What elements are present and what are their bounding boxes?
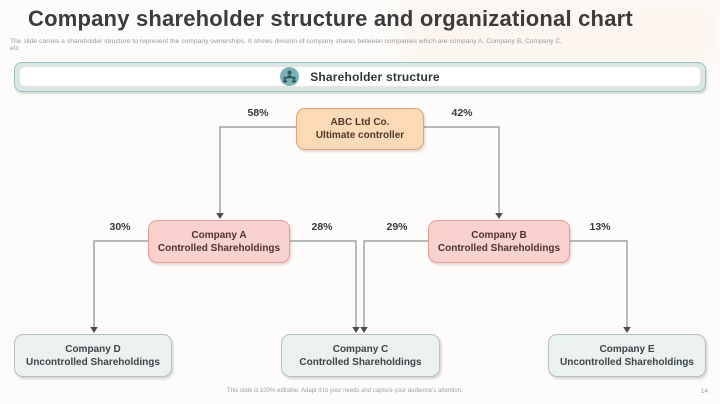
footer-note: This slide is 100% editable. Adapt it to… xyxy=(227,388,463,394)
org-node-company-e[interactable]: Company E Uncontrolled Shareholdings xyxy=(548,334,706,377)
org-node-company-c-role: Controlled Shareholdings xyxy=(299,356,422,368)
edge-label-abc-to-company-a: 58% xyxy=(247,107,269,119)
org-node-company-b-name: Company B xyxy=(471,229,527,241)
edge-label-company-b-to-c: 29% xyxy=(386,221,408,233)
org-node-company-c[interactable]: Company C Controlled Shareholdings xyxy=(281,334,440,377)
section-banner: Shareholder structure xyxy=(14,62,706,92)
org-node-company-a-name: Company A xyxy=(191,229,247,241)
section-banner-label: Shareholder structure xyxy=(310,69,440,84)
org-node-company-d-name: Company D xyxy=(65,343,121,355)
edge-label-company-a-to-d: 30% xyxy=(109,221,131,233)
page-title: Company shareholder structure and organi… xyxy=(28,6,633,31)
people-group-icon xyxy=(280,67,300,86)
edge-label-abc-to-company-b: 42% xyxy=(451,107,473,119)
page-number: 14 xyxy=(700,388,708,395)
slide-subtitle: The slide carries a shareholder structur… xyxy=(10,38,563,52)
org-node-company-b[interactable]: Company B Controlled Shareholdings xyxy=(428,220,570,263)
org-node-abc-name: ABC Ltd Co. xyxy=(330,117,390,128)
background-tint xyxy=(400,0,720,62)
section-banner-inner: Shareholder structure xyxy=(19,66,701,87)
org-node-company-b-role: Controlled Shareholdings xyxy=(437,242,561,254)
org-node-company-d[interactable]: Company D Uncontrolled Shareholdings xyxy=(14,334,172,377)
org-node-company-d-role: Uncontrolled Shareholdings xyxy=(26,356,160,368)
org-node-company-a[interactable]: Company A Controlled Shareholdings xyxy=(148,220,290,263)
org-node-company-c-name: Company C xyxy=(332,343,389,355)
org-node-company-a-role: Controlled Shareholdings xyxy=(157,242,281,254)
edge-label-company-a-to-c: 28% xyxy=(311,221,333,233)
org-node-abc-role: Ultimate controller xyxy=(315,130,405,141)
org-node-abc-ltd[interactable]: ABC Ltd Co. Ultimate controller xyxy=(296,108,424,150)
org-node-company-e-role: Uncontrolled Shareholdings xyxy=(560,356,694,368)
edge-label-company-b-to-e: 13% xyxy=(589,221,611,233)
org-node-company-e-name: Company E xyxy=(599,343,655,355)
